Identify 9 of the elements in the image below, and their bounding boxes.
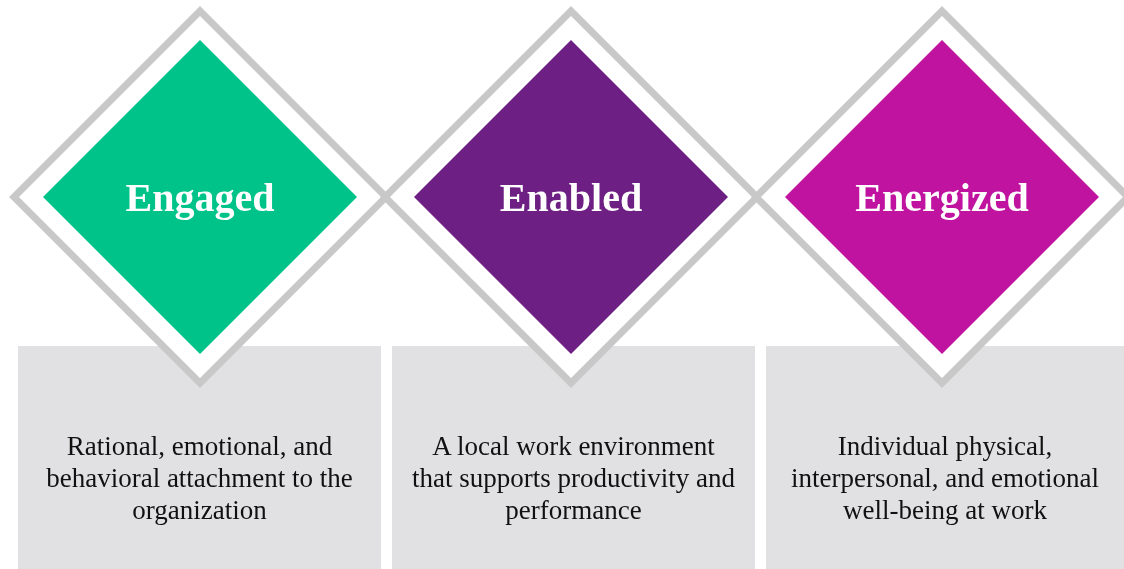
text-panel (392, 346, 755, 569)
description: A local work environment that supports productivity and performance (410, 429, 737, 526)
heading: Engaged (125, 173, 275, 221)
heading: Enabled (499, 173, 643, 221)
description: Rational, emotional, and behavioral attachment to the organization (45, 429, 354, 526)
text-panel (18, 346, 381, 569)
text-panel (766, 346, 1124, 569)
description: Individual physical, interpersonal, and emotional well-being at work (789, 429, 1101, 526)
heading: Energized (855, 173, 1029, 221)
